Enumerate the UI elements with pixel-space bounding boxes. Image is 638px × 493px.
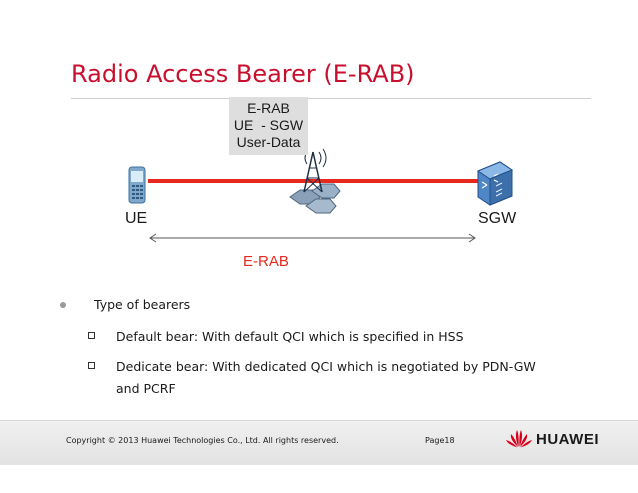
label-box-line: UE - SGW [233, 117, 304, 133]
footer-bar: Copyright © 2013 Huawei Technologies Co.… [0, 420, 638, 465]
bullet-dot-icon [60, 302, 66, 308]
bullet-text: Type of bearers [94, 297, 191, 312]
copyright-text: Copyright © 2013 Huawei Technologies Co.… [66, 436, 339, 445]
bullet-list: Type of bearers Default bear: With defau… [58, 296, 538, 400]
sub-bullet-item: Default bear: With default QCI which is … [58, 326, 538, 348]
slide-title: Radio Access Bearer (E-RAB) [71, 60, 415, 88]
page-number: Page18 [425, 436, 455, 445]
ue-label: UE [125, 210, 148, 227]
logo-text: HUAWEI [536, 430, 599, 448]
label-box-line: E-RAB [247, 100, 290, 116]
tower-icon [289, 148, 341, 214]
sub-bullet-text: Dedicate bear: With dedicated QCI which … [116, 359, 536, 396]
sub-bullet-item: Dedicate bear: With dedicated QCI which … [58, 356, 538, 400]
square-bullet-icon [88, 362, 95, 369]
square-bullet-icon [88, 332, 95, 339]
router-icon [476, 161, 514, 206]
huawei-logo: HUAWEI [506, 429, 599, 449]
sgw-label: SGW [478, 210, 517, 227]
bearer-label-box: E-RAB UE - SGW User-Data [229, 97, 308, 155]
bullet-item: Type of bearers [58, 296, 538, 314]
erab-span-label: E-RAB [243, 253, 289, 270]
huawei-petal-icon [506, 430, 532, 448]
title-divider [71, 98, 591, 99]
label-box-line: User-Data [236, 134, 301, 150]
phone-icon [128, 166, 146, 204]
sub-bullet-text: Default bear: With default QCI which is … [116, 329, 464, 344]
double-arrow-icon [149, 233, 476, 243]
